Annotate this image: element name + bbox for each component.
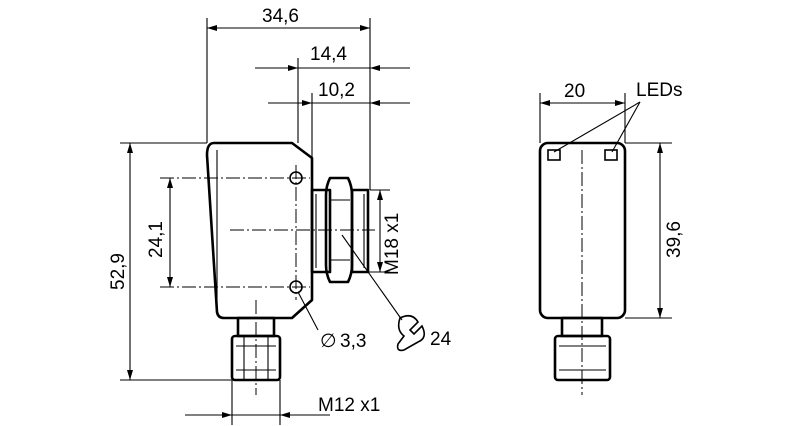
m12-connector-side: [553, 334, 612, 382]
m18-thread-and-nut: [310, 176, 370, 284]
dim-thread-length: 10,2: [318, 80, 355, 101]
dim-overall-height: 52,9: [108, 253, 129, 290]
dim-hole-diameter: 3,3: [340, 331, 366, 352]
led-left: [547, 149, 561, 161]
wrench-icon: [396, 314, 426, 352]
dim-wrench-size: 24: [430, 329, 452, 350]
m12-connector: [230, 300, 282, 395]
dim-side-width: 20: [564, 81, 585, 102]
dim-hole-diameter-symbol: ∅: [320, 331, 337, 352]
dim-thread-section-width: 14,4: [310, 44, 347, 65]
front-view: 34,6 14,4 10,2 52,9 24,1 M18 x1 ∅ 3,3 24: [108, 6, 452, 425]
dim-overall-width: 34,6: [262, 6, 299, 27]
dim-side-height: 39,6: [664, 221, 685, 258]
led-label: LEDs: [636, 80, 682, 101]
dim-hole-spacing: 24,1: [146, 221, 167, 258]
dim-connector-thread: M12 x1: [318, 395, 380, 416]
side-view: 20 LEDs 39,6: [538, 80, 685, 395]
dim-mount-thread: M18 x1: [382, 213, 403, 275]
led-right: [604, 149, 618, 161]
